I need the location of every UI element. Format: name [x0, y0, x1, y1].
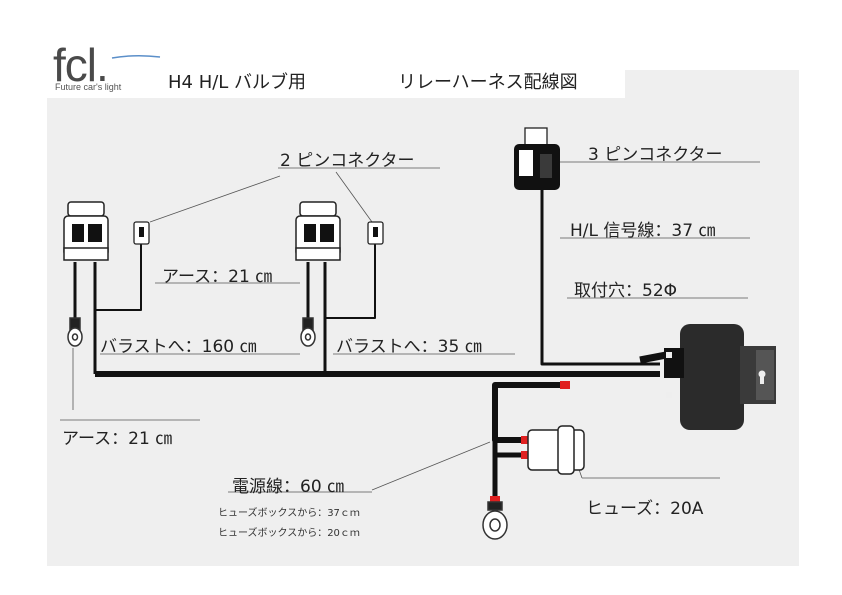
label-earth-left: アース：21 ㎝ — [62, 429, 173, 449]
label-3pin-connector: 3 ピンコネクター — [588, 145, 723, 165]
h4-socket-left — [63, 201, 109, 261]
ring-terminals — [67, 317, 508, 540]
leader-lines — [60, 161, 760, 493]
label-power-wire: 電源線：60 ㎝ — [232, 477, 345, 497]
label-2pin-connector: 2 ピンコネクター — [280, 151, 415, 171]
label-ballast-35: バラストへ：35 ㎝ — [336, 337, 482, 357]
red-terminals — [490, 381, 570, 504]
label-earth-mid: アース：21 ㎝ — [162, 267, 273, 287]
2pin-connector-mid — [367, 221, 384, 245]
title-diagram: リレーハーネス配線図 — [398, 72, 578, 93]
label-fuse: ヒューズ：20A — [586, 499, 704, 519]
3pin-connector — [514, 127, 560, 190]
label-fuse-box-20: ヒューズボックスから：20ｃｍ — [218, 528, 360, 539]
fuse-terminal-top — [521, 436, 530, 444]
power-terminal — [560, 381, 570, 389]
h4-socket-mid — [295, 201, 341, 261]
wires — [73, 190, 683, 500]
label-ballast-160: バラストへ：160 ㎝ — [100, 337, 257, 357]
title-bulb: H4 H/L バルブ用 — [168, 72, 307, 93]
fuse-holder — [527, 425, 585, 475]
brand-logo: fcl. — [53, 39, 109, 91]
label-mount-hole: 取付穴：52Φ — [574, 281, 678, 301]
logo-swoosh — [111, 54, 161, 59]
2pin-connector-left — [133, 221, 150, 245]
label-hl-signal: H/L 信号線：37 ㎝ — [570, 221, 716, 241]
brand-tagline: Future car's light — [55, 82, 122, 92]
label-fuse-box-37: ヒューズボックスから：37ｃｍ — [218, 508, 360, 519]
header-background — [47, 38, 625, 98]
relay-box — [664, 324, 776, 430]
diagram-background — [47, 70, 799, 566]
fuse-terminal-bottom — [521, 451, 530, 459]
ring-terminal-mark — [490, 496, 500, 504]
